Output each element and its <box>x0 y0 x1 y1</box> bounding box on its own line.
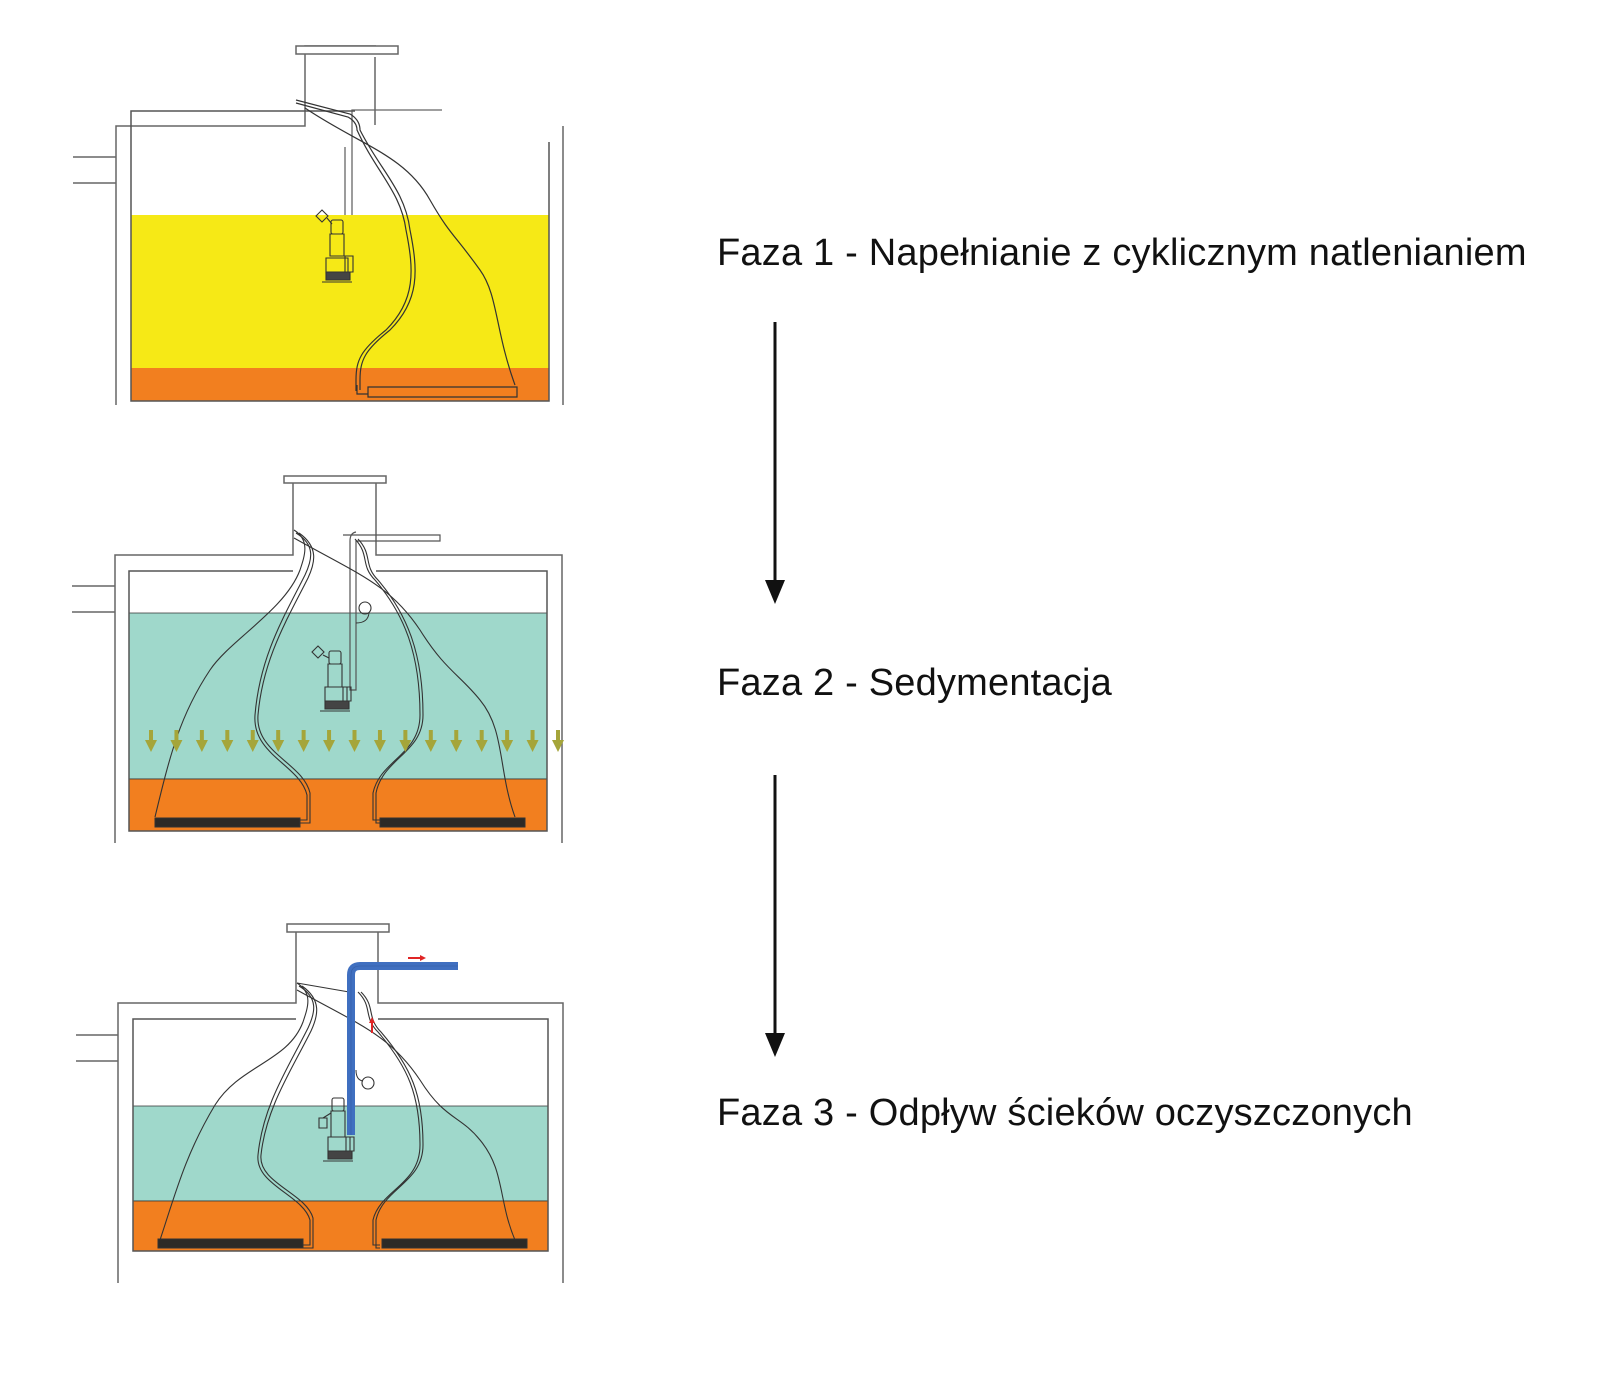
tank-inner-wall <box>129 571 547 831</box>
sedimentation-arrow-icon <box>450 730 463 752</box>
air-hose <box>258 986 314 1245</box>
submersible-pump <box>319 1098 354 1161</box>
air-hose <box>261 986 317 1248</box>
clear-water-layer <box>129 613 547 779</box>
air-hose <box>155 530 305 817</box>
aeration-diffuser <box>382 1239 527 1248</box>
air-hose <box>358 539 423 823</box>
sedimentation-arrow-icon <box>221 730 234 752</box>
wastewater-layer <box>131 215 549 370</box>
submersible-pump <box>312 646 351 711</box>
manhole-cover <box>296 46 398 54</box>
tank-diagram-phase-2 <box>60 455 564 845</box>
aeration-diffuser <box>368 387 517 397</box>
manhole-cover <box>287 924 389 932</box>
air-hose <box>258 533 314 823</box>
air-hose <box>296 100 415 390</box>
air-hose <box>294 538 515 817</box>
sedimentation-arrow-icon <box>552 730 564 752</box>
arrow-down-icon <box>765 322 785 604</box>
sedimentation-arrow-icon <box>297 730 310 752</box>
outlet-pipe <box>352 110 442 235</box>
air-hose <box>358 992 420 1245</box>
sedimentation-arrow-icon <box>170 730 183 752</box>
tank-inner-wall <box>131 111 549 401</box>
sedimentation-arrow-icon <box>424 730 437 752</box>
air-hose <box>255 533 311 820</box>
sedimentation-arrow-icon <box>246 730 259 752</box>
diffuser-connector <box>357 385 368 394</box>
flow-arrow-right-icon <box>408 955 426 961</box>
sedimentation-arrow-icon <box>475 730 488 752</box>
tank-inner-wall <box>133 1019 548 1251</box>
tank-diagram-phase-1 <box>60 30 620 420</box>
outflow-pipe-outline <box>351 966 458 1135</box>
phase-3-label: Faza 3 - Odpływ ścieków oczyszczonych <box>717 1092 1413 1134</box>
sedimentation-arrow-icon <box>145 730 157 752</box>
arrow-down-icon <box>765 775 785 1057</box>
aeration-diffuser <box>155 818 300 827</box>
phase-2-label: Faza 2 - Sedymentacja <box>717 662 1112 704</box>
tank-diagram-phase-3 <box>60 895 620 1285</box>
phase-1-label: Faza 1 - Napełnianie z cyklicznym natlen… <box>717 232 1527 274</box>
aeration-diffuser <box>158 1239 303 1248</box>
sedimentation-arrow-icon <box>373 730 386 752</box>
sedimentation-arrow-icon <box>399 730 412 752</box>
outlet-pipe <box>343 532 440 690</box>
sedimentation-arrow-icon <box>195 730 208 752</box>
sedimentation-arrow-icon <box>323 730 336 752</box>
float-cable <box>356 1070 363 1081</box>
air-hose <box>296 103 411 391</box>
cable <box>297 983 355 993</box>
float-switch <box>362 1077 374 1089</box>
sedimentation-arrows <box>145 730 564 752</box>
float-cable <box>356 613 369 623</box>
submersible-pump <box>316 210 353 282</box>
air-hose <box>305 108 515 385</box>
aeration-diffuser <box>380 818 525 827</box>
sedimentation-arrow-icon <box>272 730 285 752</box>
air-hose <box>297 990 515 1240</box>
air-hose <box>160 983 308 1240</box>
flow-arrow-up-icon <box>369 1017 375 1033</box>
sedimentation-arrow-icon <box>526 730 539 752</box>
air-hose <box>355 539 420 820</box>
float-switch <box>359 602 371 614</box>
manhole-cover <box>284 476 386 483</box>
sedimentation-arrow-icon <box>348 730 361 752</box>
sedimentation-arrow-icon <box>501 730 514 752</box>
